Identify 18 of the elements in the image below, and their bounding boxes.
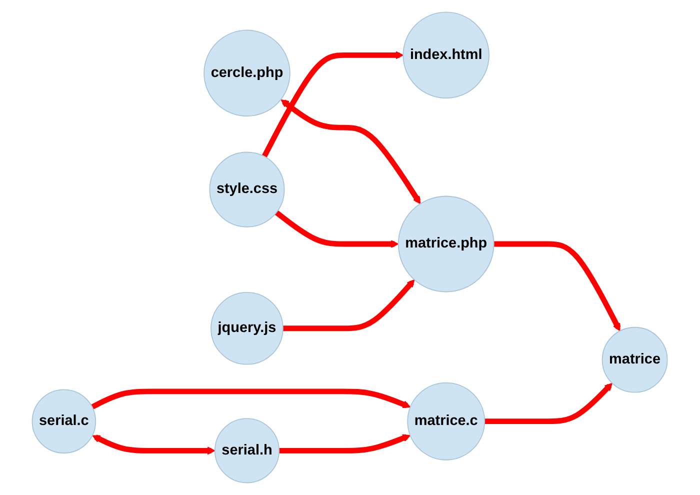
- node-circle: index.html: [402, 12, 490, 99]
- arrow: [91, 388, 411, 410]
- node-circle: cercle.php: [204, 30, 291, 117]
- arrow: [275, 210, 399, 248]
- node-circle: serial.c: [32, 389, 96, 454]
- arrow: [484, 382, 613, 424]
- node-circle: jquery.js: [210, 292, 284, 365]
- arrow: [283, 279, 416, 332]
- arrow: [92, 434, 216, 455]
- arrow: [281, 99, 421, 204]
- arrow: [494, 241, 621, 332]
- node-circle: matrice.php: [398, 196, 495, 292]
- node-circle: matrice: [602, 326, 668, 393]
- arrow: [279, 434, 411, 454]
- arrow: [262, 51, 404, 158]
- node-circle: serial.h: [214, 418, 280, 484]
- node-circle: style.css: [209, 152, 286, 228]
- node-circle: matrice.c: [407, 382, 486, 460]
